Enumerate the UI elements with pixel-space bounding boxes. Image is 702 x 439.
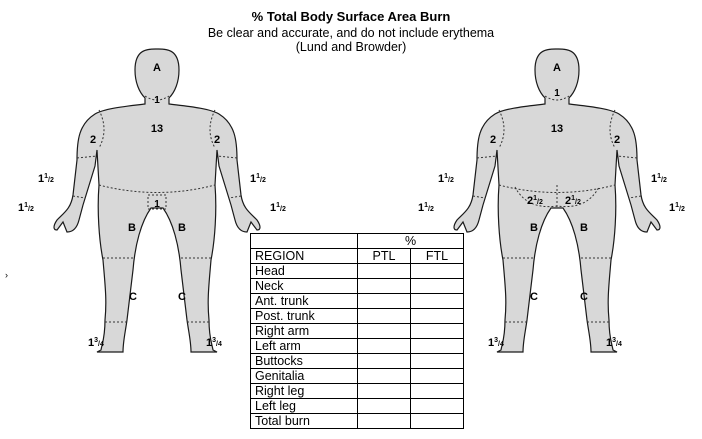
- region-name: Right leg: [251, 384, 358, 399]
- ptl-entry-cell[interactable]: [358, 369, 411, 384]
- back-head-label: A: [553, 62, 561, 74]
- front-forearm-left-label: 11/2: [38, 173, 54, 185]
- table-ptl-header: PTL: [358, 249, 411, 264]
- table-row: Ant. trunk: [251, 294, 464, 309]
- back-hand-right-label: 11/2: [669, 202, 685, 214]
- back-leg-right-label: C: [580, 291, 588, 303]
- ptl-entry-cell[interactable]: [358, 294, 411, 309]
- table-row: Genitalia: [251, 369, 464, 384]
- ftl-entry-cell[interactable]: [411, 354, 464, 369]
- back-leg-left-label: C: [530, 291, 538, 303]
- back-thigh-right-label: B: [580, 222, 588, 234]
- ptl-entry-cell[interactable]: [358, 399, 411, 414]
- ptl-entry-cell[interactable]: [358, 279, 411, 294]
- back-foot-left-label: 13/4: [488, 337, 504, 349]
- front-genitalia-label: 1: [154, 199, 160, 210]
- table-empty-cell: [251, 234, 358, 249]
- ftl-entry-cell[interactable]: [411, 414, 464, 429]
- table-percent-header: %: [358, 234, 464, 249]
- table-row: Left arm: [251, 339, 464, 354]
- region-name: Right arm: [251, 324, 358, 339]
- ftl-entry-cell[interactable]: [411, 399, 464, 414]
- table-row: Neck: [251, 279, 464, 294]
- back-thigh-left-label: B: [530, 222, 538, 234]
- back-neck-label: 1: [554, 88, 560, 99]
- table-ftl-header: FTL: [411, 249, 464, 264]
- ptl-entry-cell[interactable]: [358, 339, 411, 354]
- table-row: Total burn: [251, 414, 464, 429]
- table-row: Buttocks: [251, 354, 464, 369]
- table-row: Left leg: [251, 399, 464, 414]
- ftl-entry-cell[interactable]: [411, 324, 464, 339]
- back-foot-right-label: 13/4: [606, 337, 622, 349]
- region-name: Head: [251, 264, 358, 279]
- back-forearm-left-label: 11/2: [438, 173, 454, 185]
- back-upper-arm-left-label: 2: [490, 134, 496, 146]
- region-name: Genitalia: [251, 369, 358, 384]
- table-percent-row: %: [251, 234, 464, 249]
- front-hand-left-label: 11/2: [18, 202, 34, 214]
- ftl-entry-cell[interactable]: [411, 339, 464, 354]
- ftl-entry-cell[interactable]: [411, 294, 464, 309]
- front-leg-right-label: C: [178, 291, 186, 303]
- table-row: Right arm: [251, 324, 464, 339]
- front-hand-right-label: 11/2: [270, 202, 286, 214]
- region-name: Post. trunk: [251, 309, 358, 324]
- front-foot-right-label: 13/4: [206, 337, 222, 349]
- back-trunk-label: 13: [551, 123, 563, 135]
- back-hand-left-label: 11/2: [418, 202, 434, 214]
- ftl-entry-cell[interactable]: [411, 369, 464, 384]
- ptl-entry-cell[interactable]: [358, 309, 411, 324]
- front-trunk-label: 13: [151, 123, 163, 135]
- ptl-entry-cell[interactable]: [358, 384, 411, 399]
- table-row: Head: [251, 264, 464, 279]
- front-upper-arm-right-label: 2: [214, 134, 220, 146]
- front-thigh-right-label: B: [178, 222, 186, 234]
- margin-mark: ›: [5, 270, 8, 280]
- front-foot-left-label: 13/4: [88, 337, 104, 349]
- ptl-entry-cell[interactable]: [358, 324, 411, 339]
- region-name: Neck: [251, 279, 358, 294]
- ptl-entry-cell[interactable]: [358, 414, 411, 429]
- back-forearm-right-label: 11/2: [651, 173, 667, 185]
- ftl-entry-cell[interactable]: [411, 264, 464, 279]
- table-row: Post. trunk: [251, 309, 464, 324]
- front-forearm-right-label: 11/2: [250, 173, 266, 185]
- front-thigh-left-label: B: [128, 222, 136, 234]
- table-region-header: REGION: [251, 249, 358, 264]
- table-header-row: REGION PTL FTL: [251, 249, 464, 264]
- front-neck-label: 1: [154, 95, 160, 106]
- ptl-entry-cell[interactable]: [358, 354, 411, 369]
- front-head-label: A: [153, 62, 161, 74]
- front-leg-left-label: C: [129, 291, 137, 303]
- region-name: Total burn: [251, 414, 358, 429]
- ptl-entry-cell[interactable]: [358, 264, 411, 279]
- region-name: Left arm: [251, 339, 358, 354]
- table-row: Right leg: [251, 384, 464, 399]
- region-name: Buttocks: [251, 354, 358, 369]
- back-upper-arm-right-label: 2: [614, 134, 620, 146]
- region-name: Left leg: [251, 399, 358, 414]
- region-name: Ant. trunk: [251, 294, 358, 309]
- ftl-entry-cell[interactable]: [411, 309, 464, 324]
- ftl-entry-cell[interactable]: [411, 279, 464, 294]
- front-upper-arm-left-label: 2: [90, 134, 96, 146]
- ftl-entry-cell[interactable]: [411, 384, 464, 399]
